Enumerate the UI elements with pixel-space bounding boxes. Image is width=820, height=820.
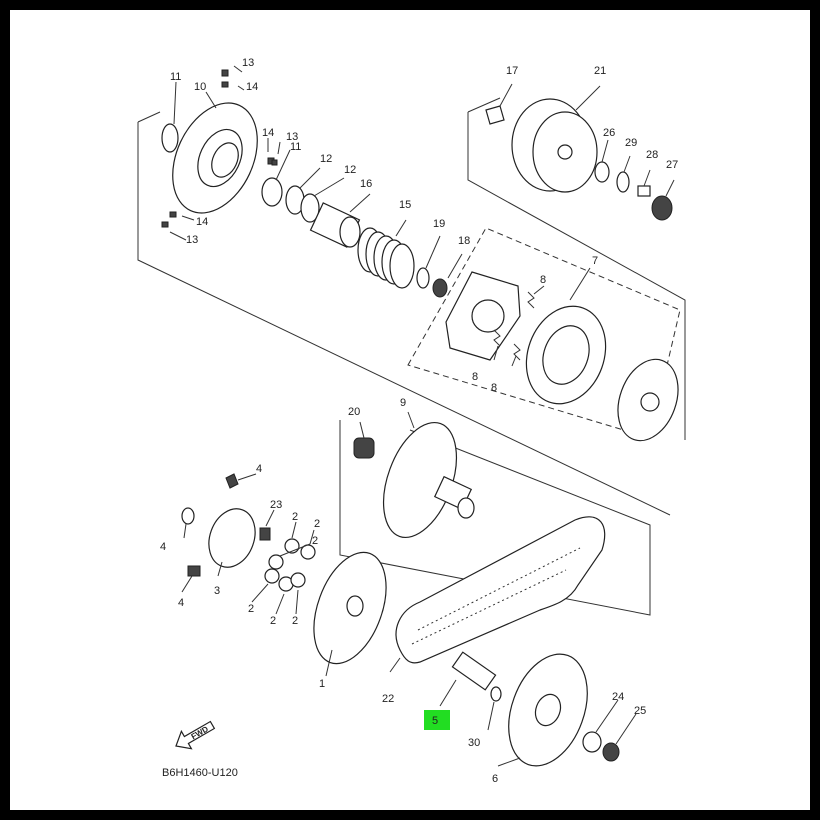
label-6: 6 xyxy=(492,773,498,785)
label-25: 25 xyxy=(634,705,646,717)
circlip-29 xyxy=(616,171,630,193)
label-28: 28 xyxy=(646,149,658,161)
o-ring-11 xyxy=(261,177,283,207)
clutch-dashed-box xyxy=(407,227,681,439)
clutch-housing-group xyxy=(485,98,673,221)
label-14a: 14 xyxy=(246,81,258,93)
label-26: 26 xyxy=(603,127,615,139)
label-2c: 2 xyxy=(312,535,318,547)
label-2e: 2 xyxy=(270,615,276,627)
slider-4c xyxy=(187,565,201,577)
label-1: 1 xyxy=(319,678,325,690)
label-14b: 14 xyxy=(262,127,274,139)
label-8a: 8 xyxy=(540,274,546,286)
bearing-20 xyxy=(353,437,375,459)
label-30: 30 xyxy=(468,737,480,749)
v-belt-22 xyxy=(395,516,606,664)
label-29: 29 xyxy=(625,137,637,149)
assembly-outlines xyxy=(137,97,686,616)
collar-5 xyxy=(451,651,497,691)
oil-seal-11 xyxy=(161,123,179,153)
fan-group xyxy=(451,651,620,767)
washer-23 xyxy=(181,507,195,525)
secondary-sheave-group xyxy=(161,69,448,298)
clutch-carrier-group xyxy=(445,271,679,442)
label-13b: 13 xyxy=(286,131,298,143)
diagram-code: B6H1460-U120 xyxy=(162,767,238,779)
roller-2d xyxy=(264,568,280,584)
label-2b: 2 xyxy=(314,518,320,530)
label-2d: 2 xyxy=(248,603,254,615)
label-23: 4 xyxy=(160,541,166,553)
fixed-sheave-9 xyxy=(382,421,458,539)
label-18: 18 xyxy=(458,235,470,247)
label-13a: 13 xyxy=(242,57,254,69)
circlip-19 xyxy=(416,267,430,289)
spring-8c xyxy=(513,343,521,361)
label-5: 5 xyxy=(432,715,438,727)
label-27: 27 xyxy=(666,159,678,171)
label-2f: 2 xyxy=(292,615,298,627)
cam-3 xyxy=(208,508,256,568)
label-22: 22 xyxy=(382,693,394,705)
label-4b: 23 xyxy=(270,499,282,511)
slider-4a xyxy=(225,473,239,489)
label-19: 19 xyxy=(433,218,445,230)
exploded-parts-diagram: 11 10 13 14 14 13 11 12 12 16 14 13 15 1… xyxy=(137,57,686,785)
label-14c: 14 xyxy=(196,216,208,228)
roller-2f xyxy=(290,572,306,588)
label-2a: 2 xyxy=(292,511,298,523)
slider-4b xyxy=(259,527,271,541)
label-7: 7 xyxy=(592,255,598,267)
label-13c: 13 xyxy=(186,234,198,246)
fwd-arrow-icon: FWD xyxy=(175,720,216,750)
label-4c: 4 xyxy=(178,597,184,609)
nut-25 xyxy=(602,742,620,762)
spring-8a xyxy=(527,291,535,309)
washer-26 xyxy=(594,161,610,183)
diagram-frame: 11 10 13 14 14 13 11 12 12 16 14 13 15 1… xyxy=(10,10,810,810)
label-12b: 12 xyxy=(344,164,356,176)
label-10: 10 xyxy=(194,81,206,93)
collar-28 xyxy=(637,185,651,197)
bearing-18 xyxy=(432,278,448,298)
label-4a: 4 xyxy=(256,463,262,475)
highlight-box-5 xyxy=(424,710,450,730)
leader-lines xyxy=(169,65,675,767)
label-24: 24 xyxy=(612,691,624,703)
part-labels: 11 10 13 14 14 13 11 12 12 16 14 13 15 1… xyxy=(160,57,678,785)
label-8c: 8 xyxy=(491,382,497,394)
nut-17 xyxy=(485,105,505,125)
o-ring-12b xyxy=(300,193,320,223)
primary-group xyxy=(181,473,387,665)
label-11a: 11 xyxy=(170,71,181,83)
spring-15 xyxy=(357,227,415,289)
label-9: 9 xyxy=(400,397,406,409)
label-15: 15 xyxy=(399,199,411,211)
washer-30 xyxy=(490,686,502,702)
washer-24 xyxy=(582,731,602,753)
label-21: 21 xyxy=(594,65,606,77)
bearing-27 xyxy=(651,195,673,221)
label-12a: 12 xyxy=(320,153,332,165)
label-8b: 8 xyxy=(472,371,478,383)
label-20: 20 xyxy=(348,406,360,418)
label-16: 16 xyxy=(360,178,372,190)
fixed-sheave-group xyxy=(353,421,475,539)
roller-2c xyxy=(268,554,284,570)
label-11b: 11 xyxy=(290,141,301,153)
label-3: 3 xyxy=(214,585,220,597)
spring-8b xyxy=(493,329,501,347)
label-17: 17 xyxy=(506,65,518,77)
